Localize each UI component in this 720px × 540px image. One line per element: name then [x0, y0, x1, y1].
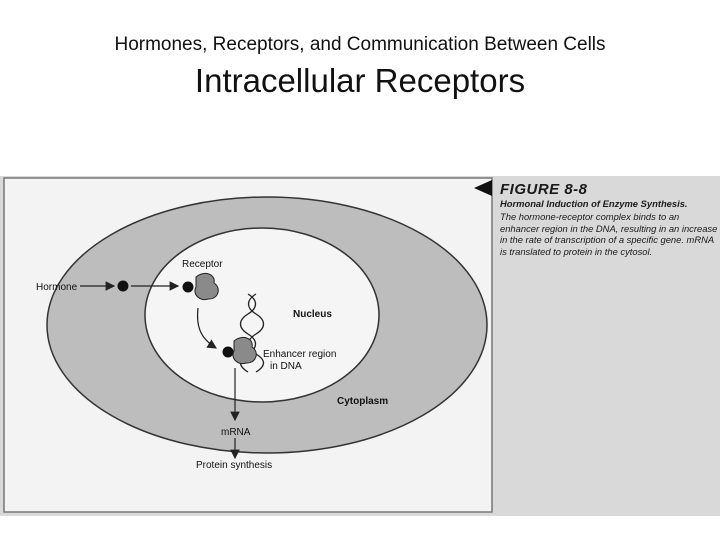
- label-cytoplasm: Cytoplasm: [337, 396, 388, 407]
- cell-diagram: Hormone Receptor Nucleus Enhancer region…: [3, 177, 493, 513]
- hormone-bound: [182, 281, 194, 293]
- label-nucleus: Nucleus: [293, 309, 332, 320]
- complex-arrow: [196, 307, 218, 349]
- figure-caption: FIGURE 8-8 Hormonal Induction of Enzyme …: [500, 182, 718, 257]
- label-hormone: Hormone: [36, 282, 78, 293]
- label-enhancer-line2: in DNA: [270, 361, 302, 372]
- slide-title: Intracellular Receptors: [194, 62, 526, 99]
- figure-caption-text: The hormone-receptor complex binds to an…: [500, 211, 718, 257]
- figure-heading: Hormonal Induction of Enzyme Synthesis.: [500, 198, 688, 209]
- hormone-molecule: [117, 280, 129, 292]
- dna-strand-b: [247, 293, 265, 373]
- figure-scan: Hormone Receptor Nucleus Enhancer region…: [0, 176, 720, 516]
- receptor-shape: [194, 272, 219, 301]
- label-enhancer-line1: Enhancer region: [263, 349, 336, 360]
- label-receptor: Receptor: [182, 259, 223, 270]
- hormone-on-dna: [222, 346, 234, 358]
- label-protein-synthesis: Protein synthesis: [196, 460, 272, 471]
- pointer-triangle-icon: [474, 180, 492, 196]
- nucleus-envelope: [144, 227, 380, 403]
- figure-label: FIGURE 8-8: [500, 181, 588, 198]
- slide-subtitle: Hormones, Receptors, and Communication B…: [114, 34, 606, 55]
- label-mrna: mRNA: [221, 427, 251, 438]
- receptor-on-dna: [232, 336, 257, 365]
